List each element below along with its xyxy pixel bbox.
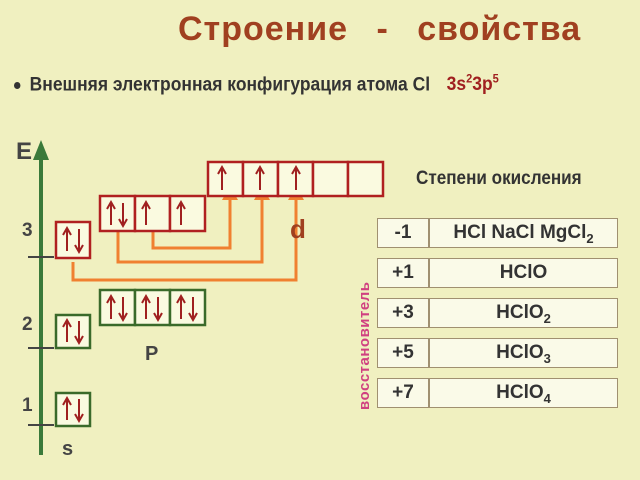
oxidation-row: +5 HClO3 [377, 338, 618, 368]
orbital-3p [98, 194, 207, 233]
oxidation-row: +3 HClO2 [377, 298, 618, 328]
bullet-text: Внешняя электронная конфигурация атома C… [29, 74, 431, 96]
reducer-label: восстановитель [356, 281, 373, 410]
oxidation-row: -1 HCl NaCl MgCl2 [377, 218, 618, 248]
oxidation-row: +7 HClO4 [377, 378, 618, 408]
level-label-2: 2 [22, 314, 33, 335]
level-label-1: 1 [22, 395, 33, 416]
sublevel-label-p: P [145, 343, 159, 365]
bullet-dot [14, 81, 21, 89]
oxidation-compound: HClO3 [429, 338, 618, 368]
orbital-2s [54, 313, 92, 350]
orbital-3s [54, 220, 92, 260]
oxidation-degree: +3 [377, 298, 429, 328]
oxidation-compound: HClO2 [429, 298, 618, 328]
electron-config: 3s23p5 [446, 72, 499, 96]
orbital-3d [206, 160, 385, 198]
oxidation-compound: HClO [429, 258, 618, 288]
oxidation-degree: -1 [377, 218, 429, 248]
config-bullet: Внешняя электронная конфигурация атома C… [14, 72, 499, 96]
sublevel-label-d: d [290, 214, 306, 244]
orbital-1s [54, 391, 92, 428]
energy-label: E [16, 138, 33, 165]
hybridization-arrows [71, 196, 298, 282]
orbital-2p [98, 288, 207, 327]
oxidation-degree: +7 [377, 378, 429, 408]
oxidation-degree: +1 [377, 258, 429, 288]
page-title: Строение - свойства [178, 10, 582, 48]
oxidation-degree: +5 [377, 338, 429, 368]
oxidation-heading: Степени окисления [416, 168, 582, 189]
level-label-3: 3 [22, 220, 33, 241]
oxidation-compound: HClO4 [429, 378, 618, 408]
sublevel-label-s: s [62, 438, 74, 460]
energy-axis-arrowhead [33, 140, 49, 160]
oxidation-compound: HCl NaCl MgCl2 [429, 218, 618, 248]
oxidation-row: +1 HClO [377, 258, 618, 288]
